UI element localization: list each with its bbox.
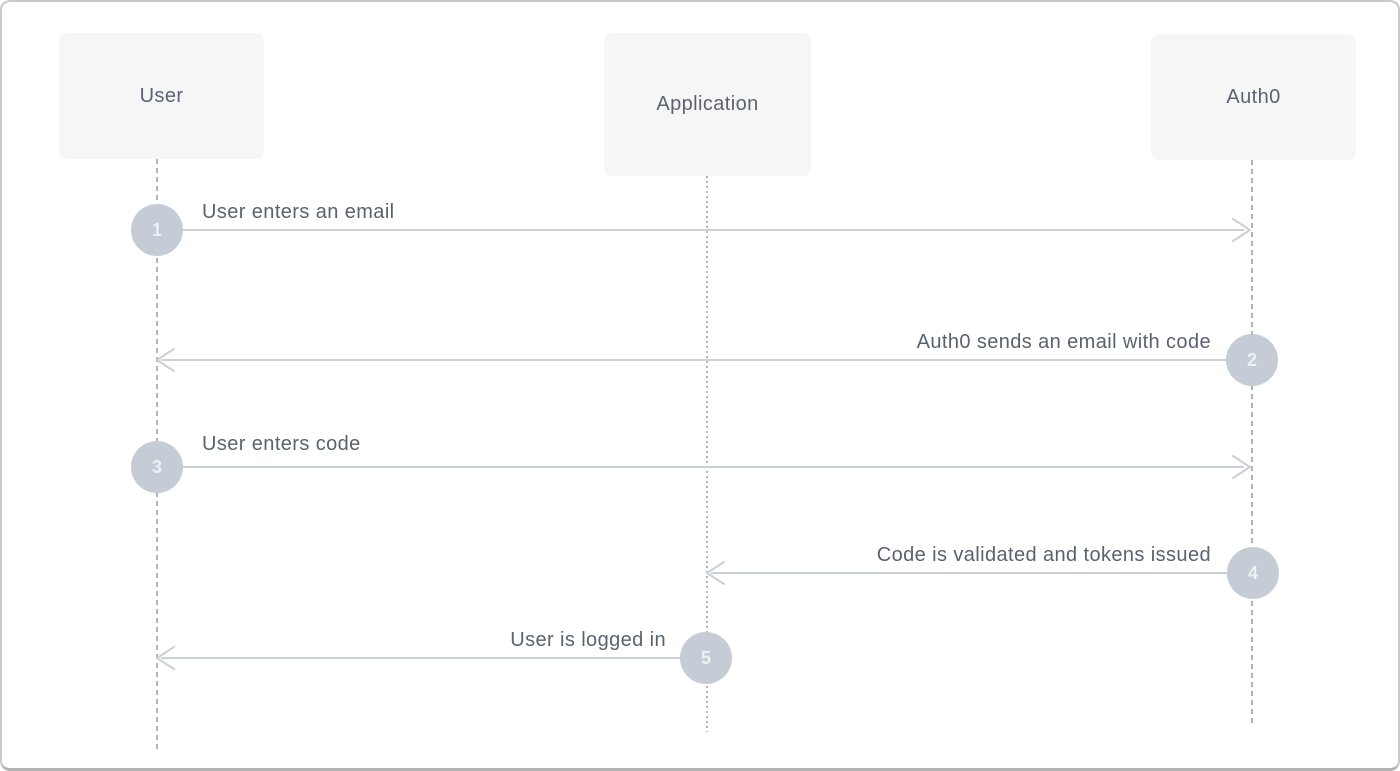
step-number-3: 3 (151, 456, 162, 477)
message-label-1: User enters an email (202, 201, 395, 223)
arrowhead-right-icon (1231, 454, 1252, 480)
actor-box-auth0: Auth0 (1151, 34, 1356, 160)
step-circle-1: 1 (131, 204, 183, 256)
message-label-2: Auth0 sends an email with code (916, 331, 1211, 353)
step-number-2: 2 (1246, 349, 1257, 370)
actor-box-user: User (59, 33, 264, 159)
arrowhead-left-icon (155, 347, 176, 373)
actor-label-application: Application (656, 93, 759, 115)
arrowhead-right-icon (1231, 217, 1252, 243)
step-number-1: 1 (151, 219, 162, 240)
step-number-5: 5 (700, 647, 711, 668)
message-line-4 (711, 572, 1252, 574)
arrowhead-left-icon (155, 645, 176, 671)
actor-label-user: User (139, 84, 184, 107)
step-circle-3: 3 (131, 441, 183, 493)
message-line-5 (161, 657, 706, 659)
step-circle-5: 5 (680, 632, 732, 684)
step-number-4: 4 (1247, 562, 1258, 583)
message-line-2 (161, 359, 1252, 361)
message-label-3: User enters code (202, 433, 361, 455)
lifeline-auth0 (1251, 160, 1253, 725)
lifeline-application (706, 176, 708, 732)
message-label-4: Code is validated and tokens issued (876, 544, 1211, 566)
message-line-1 (157, 229, 1244, 231)
step-circle-4: 4 (1227, 547, 1279, 599)
step-circle-2: 2 (1226, 334, 1278, 386)
arrowhead-left-icon (705, 560, 726, 586)
message-line-3 (157, 466, 1244, 468)
actor-label-auth0: Auth0 (1226, 85, 1281, 108)
message-label-5: User is logged in (510, 629, 666, 651)
actor-box-application: Application (604, 33, 811, 176)
